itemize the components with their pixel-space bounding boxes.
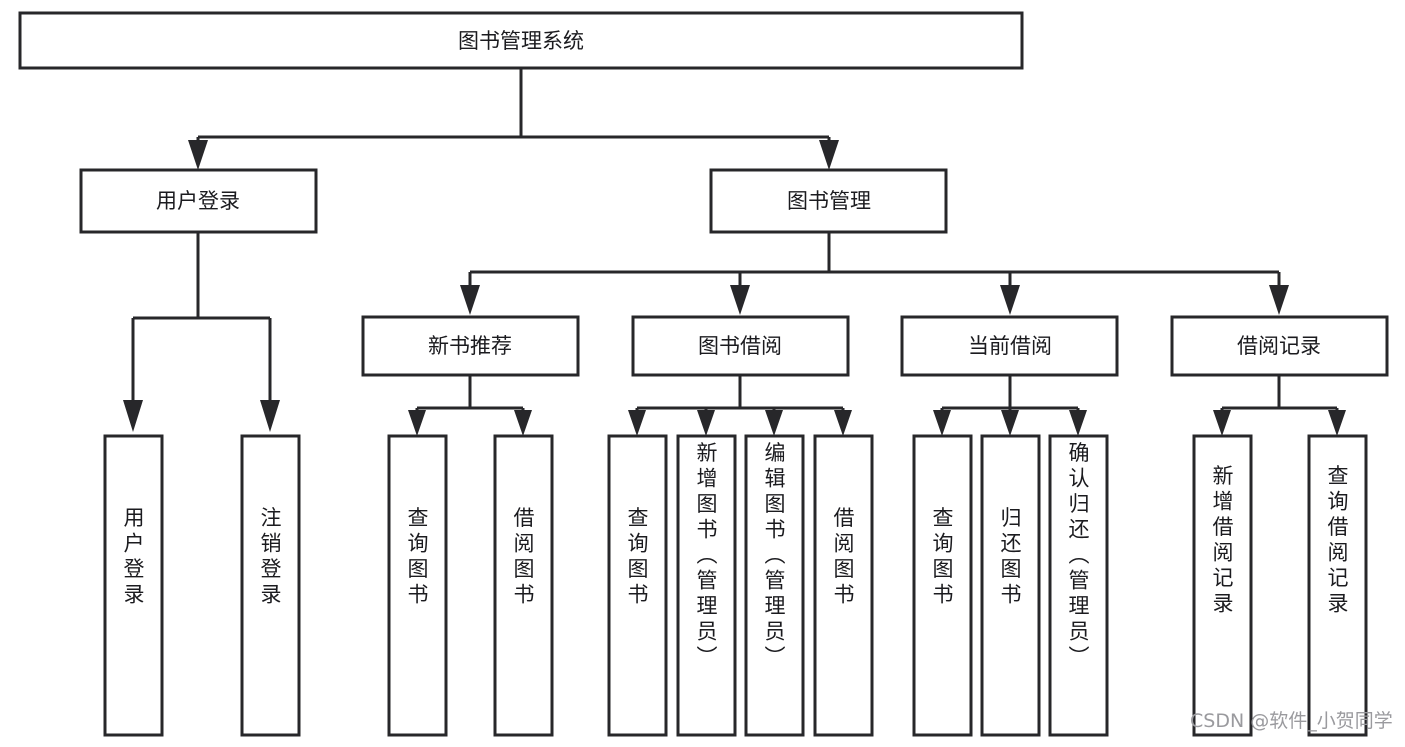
arrow-head-user-login	[188, 140, 208, 170]
node-new-book-recommend-box[interactable]	[361, 315, 580, 377]
leaf-user-logout-box[interactable]	[240, 434, 301, 737]
node-root[interactable]: 图书管理系统	[18, 11, 1024, 70]
leaf-user-logout-label: 注销登录	[261, 506, 282, 607]
leaf-query-book-2-label: 查询图书	[628, 506, 649, 607]
node-book-manage-box[interactable]	[709, 168, 948, 234]
leaf-borrow-book-1-label: 借阅图书	[514, 506, 535, 607]
arrow-head-leaf-edit-book	[765, 410, 783, 436]
arrow-head-leaf-return-book	[1001, 410, 1019, 436]
node-user-login-box[interactable]	[79, 168, 318, 234]
leaf-confirm-return[interactable]: 确认归还︵管理员︶	[1048, 434, 1109, 737]
arrow-head-new-book-recommend	[460, 285, 480, 315]
leaf-borrow-book-1-box[interactable]	[493, 434, 554, 737]
leaf-add-book[interactable]: 新增图书︵管理员︶	[676, 434, 737, 737]
leaf-add-record[interactable]: 新增借阅记录	[1192, 434, 1253, 737]
leaf-confirm-return-label: 确认归还︵管理员︶	[1069, 441, 1090, 669]
node-root-box[interactable]	[18, 11, 1024, 70]
node-current-borrow-box[interactable]	[900, 315, 1119, 377]
node-new-book-recommend-label: 新书推荐	[428, 334, 512, 358]
node-current-borrow-label: 当前借阅	[968, 334, 1052, 358]
node-book-manage[interactable]: 图书管理	[709, 168, 948, 234]
arrow-head-leaf-query-book-1	[408, 410, 426, 436]
node-borrow-record-box[interactable]	[1170, 315, 1389, 377]
arrow-head-current-borrow	[1000, 285, 1020, 315]
arrow-head-leaf-query-record	[1328, 410, 1346, 436]
leaf-query-record[interactable]: 查询借阅记录	[1307, 434, 1368, 737]
arrow-head-leaf-query-book-3	[933, 410, 951, 436]
node-current-borrow[interactable]: 当前借阅	[900, 315, 1119, 377]
leaf-edit-book-box[interactable]	[744, 434, 805, 737]
leaf-add-book-box[interactable]	[676, 434, 737, 737]
arrow-head-leaf-borrow-book-1	[514, 410, 532, 436]
node-borrow-record-label: 借阅记录	[1237, 334, 1321, 358]
leaf-user-login[interactable]: 用户登录	[103, 434, 164, 737]
leaf-add-record-label: 新增借阅记录	[1213, 464, 1234, 616]
node-new-book-recommend[interactable]: 新书推荐	[361, 315, 580, 377]
leaf-query-book-1[interactable]: 查询图书	[387, 434, 448, 737]
node-book-borrow-label: 图书借阅	[698, 334, 782, 358]
arrow-head-book-borrow	[730, 285, 750, 315]
arrow-head-leaf-query-book-2	[628, 410, 646, 436]
arrow-head-borrow-record	[1269, 285, 1289, 315]
leaf-query-record-label: 查询借阅记录	[1328, 464, 1349, 616]
csdn-watermark: CSDN @软件_小贺同学	[1190, 710, 1393, 732]
leaf-query-book-3-box[interactable]	[912, 434, 973, 737]
leaf-borrow-book-2[interactable]: 借阅图书	[813, 434, 874, 737]
leaf-borrow-book-2-box[interactable]	[813, 434, 874, 737]
arrow-head-book-manage	[819, 140, 839, 170]
leaf-user-login-box[interactable]	[103, 434, 164, 737]
leaf-query-record-box[interactable]	[1307, 434, 1368, 737]
leaf-return-book-label: 归还图书	[1001, 506, 1022, 607]
leaf-borrow-book-2-label: 借阅图书	[834, 506, 855, 607]
leaf-confirm-return-box[interactable]	[1048, 434, 1109, 737]
leaf-edit-book[interactable]: 编辑图书︵管理员︶	[744, 434, 805, 737]
leaf-query-book-3[interactable]: 查询图书	[912, 434, 973, 737]
leaf-return-book[interactable]: 归还图书	[980, 434, 1041, 737]
leaf-add-record-box[interactable]	[1192, 434, 1253, 737]
leaf-query-book-2-box[interactable]	[607, 434, 668, 737]
arrow-head-leaf-borrow-book-2	[834, 410, 852, 436]
leaf-return-book-box[interactable]	[980, 434, 1041, 737]
arrow-head-leaf-add-record	[1213, 410, 1231, 436]
leaf-query-book-2[interactable]: 查询图书	[607, 434, 668, 737]
arrow-head-leaf-user-login	[123, 400, 143, 432]
leaf-query-book-1-label: 查询图书	[408, 506, 429, 607]
arrow-head-leaf-user-logout	[260, 400, 280, 432]
arrow-head-leaf-confirm-return	[1069, 410, 1087, 436]
leaf-borrow-book-1[interactable]: 借阅图书	[493, 434, 554, 737]
leaf-user-logout[interactable]: 注销登录	[240, 434, 301, 737]
edges-group	[123, 68, 1346, 436]
node-user-login[interactable]: 用户登录	[79, 168, 318, 234]
node-borrow-record[interactable]: 借阅记录	[1170, 315, 1389, 377]
node-book-borrow[interactable]: 图书借阅	[631, 315, 850, 377]
leaf-edit-book-label: 编辑图书︵管理员︶	[765, 441, 786, 669]
leaf-query-book-1-box[interactable]	[387, 434, 448, 737]
leaf-query-book-3-label: 查询图书	[933, 506, 954, 607]
node-book-borrow-box[interactable]	[631, 315, 850, 377]
node-root-label: 图书管理系统	[458, 29, 584, 53]
leaf-add-book-label: 新增图书︵管理员︶	[697, 441, 718, 669]
arrow-head-leaf-add-book	[697, 410, 715, 436]
node-book-manage-label: 图书管理	[787, 189, 871, 213]
node-user-login-label: 用户登录	[156, 189, 240, 213]
leaf-user-login-label: 用户登录	[124, 506, 145, 607]
